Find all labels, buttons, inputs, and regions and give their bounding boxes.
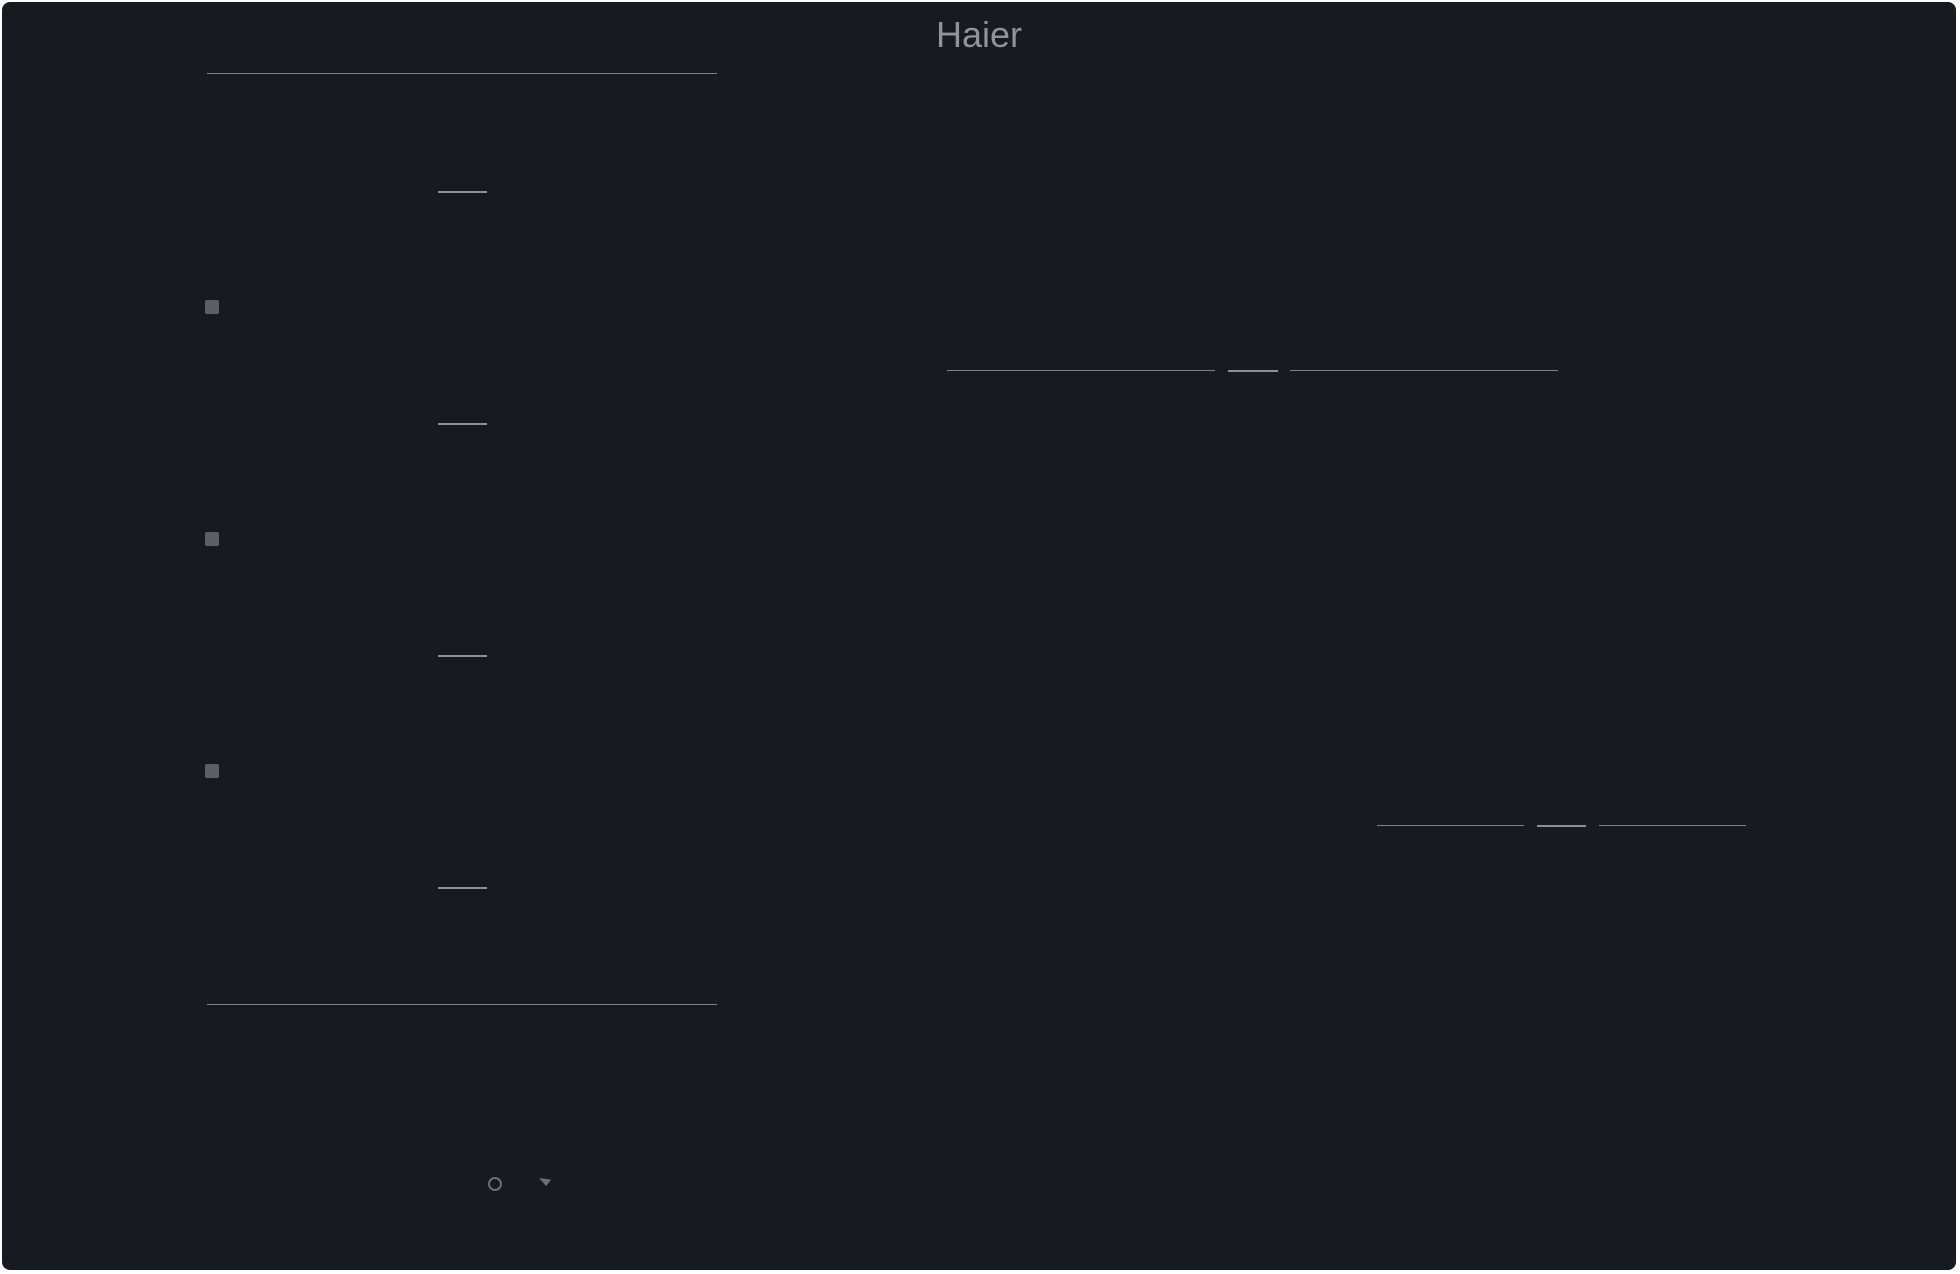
power-button[interactable] — [488, 1177, 502, 1191]
control-panel-top-line — [207, 73, 717, 74]
zone-marker-lower-right — [1599, 825, 1746, 826]
zone-marker-lower-left — [1377, 825, 1524, 826]
lock-icon[interactable] — [539, 1178, 551, 1186]
zone-2-level-dash — [438, 423, 487, 425]
zone-3-level-dash — [438, 655, 487, 657]
zone-1-level-dash — [438, 191, 487, 193]
zone-1-select-button[interactable] — [205, 300, 219, 314]
zone-3-select-button[interactable] — [205, 764, 219, 778]
zone-2-select-button[interactable] — [205, 532, 219, 546]
zone-4-level-dash — [438, 887, 487, 889]
zone-marker-upper-right — [1290, 370, 1558, 371]
control-panel-bottom-line — [207, 1004, 717, 1005]
zone-marker-lower-center — [1537, 825, 1586, 827]
zone-marker-upper-left — [947, 370, 1215, 371]
brand-logo: Haier — [935, 14, 1023, 55]
zone-marker-upper-center — [1228, 370, 1278, 372]
